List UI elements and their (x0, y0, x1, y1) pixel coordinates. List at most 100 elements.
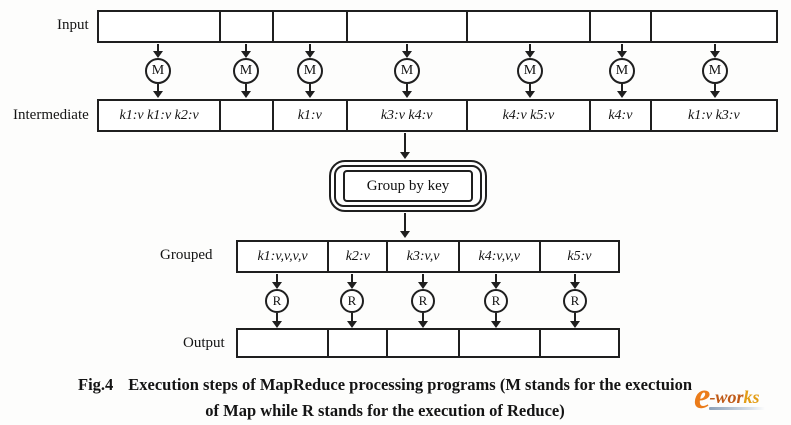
reduce-column: R (562, 274, 588, 328)
arrow-shaft (404, 133, 406, 152)
output-cell (238, 330, 330, 356)
caption-line-2: of Map while R stands for the execution … (205, 401, 565, 420)
arrow-shaft (574, 313, 576, 321)
output-cell (388, 330, 460, 356)
grouped-cell: k3:v,v (388, 242, 460, 271)
arrow-down-icon (418, 282, 428, 289)
arrow-down-icon (272, 282, 282, 289)
arrow-down-icon (525, 51, 535, 58)
arrow-down-icon (400, 231, 410, 238)
arrow-down-icon (347, 282, 357, 289)
map-column: M (394, 44, 420, 98)
map-column: M (609, 44, 635, 98)
logo-text-wor: -wor (709, 387, 744, 407)
map-node: M (233, 58, 259, 84)
map-node: M (702, 58, 728, 84)
input-row-label: Input (57, 17, 89, 33)
input-cell (274, 12, 348, 41)
arrow-down-icon (153, 51, 163, 58)
input-cell (652, 12, 776, 41)
arrow-shaft (621, 84, 623, 91)
connector-arrow (400, 133, 410, 159)
grouped-bar: k1:v,v,v,v k2:v k3:v,v k4:v,v,v k5:v (236, 240, 620, 273)
map-node: M (297, 58, 323, 84)
arrow-shaft (495, 274, 497, 282)
reduce-node: R (563, 289, 587, 313)
arrow-shaft (714, 44, 716, 51)
arrow-down-icon (710, 51, 720, 58)
reduce-column: R (483, 274, 509, 328)
input-cell (348, 12, 468, 41)
arrow-shaft (422, 313, 424, 321)
group-by-key-frame: Group by key (334, 165, 482, 207)
map-column: M (145, 44, 171, 98)
connector-arrow (400, 213, 410, 238)
grouped-cell: k1:v,v,v,v (238, 242, 330, 271)
arrow-down-icon (418, 321, 428, 328)
reduce-node: R (340, 289, 364, 313)
logo-wordmark: -works (709, 387, 766, 410)
eworks-logo: e -works (694, 376, 766, 417)
arrow-down-icon (402, 91, 412, 98)
arrow-shaft (529, 44, 531, 51)
reduce-node: R (265, 289, 289, 313)
output-bar (236, 328, 620, 358)
logo-text: -works (709, 387, 765, 407)
input-cell (221, 12, 274, 41)
arrow-down-icon (153, 91, 163, 98)
arrow-down-icon (347, 321, 357, 328)
intermediate-cell: k4:v (591, 101, 652, 130)
input-cell (99, 12, 222, 41)
arrow-shaft (351, 313, 353, 321)
arrow-down-icon (710, 91, 720, 98)
arrow-shaft (276, 313, 278, 321)
arrow-shaft (714, 84, 716, 91)
input-bar (97, 10, 778, 43)
intermediate-row-label: Intermediate (13, 107, 89, 123)
arrow-shaft (574, 274, 576, 282)
arrow-down-icon (272, 321, 282, 328)
reduce-column: R (410, 274, 436, 328)
output-row-label: Output (183, 335, 225, 351)
intermediate-bar: k1:v k1:v k2:v k1:v k3:v k4:v k4:v k5:v … (97, 99, 778, 132)
logo-e-icon: e (694, 376, 711, 417)
reduce-column: R (339, 274, 365, 328)
arrow-down-icon (617, 91, 627, 98)
arrow-shaft (406, 84, 408, 91)
arrow-down-icon (570, 321, 580, 328)
arrow-shaft (351, 274, 353, 282)
map-node: M (145, 58, 171, 84)
output-cell (460, 330, 541, 356)
arrow-shaft (245, 84, 247, 91)
arrow-shaft (404, 213, 406, 231)
arrow-down-icon (400, 152, 410, 159)
caption-text-1: Execution steps of MapReduce processing … (128, 375, 693, 394)
arrow-shaft (309, 44, 311, 51)
output-cell (329, 330, 389, 356)
reduce-column: R (264, 274, 290, 328)
grouped-row-label: Grouped (160, 247, 213, 263)
intermediate-cell: k4:v k5:v (468, 101, 592, 130)
logo-underline (709, 407, 766, 410)
arrow-shaft (495, 313, 497, 321)
reduce-node: R (484, 289, 508, 313)
map-node: M (394, 58, 420, 84)
arrow-shaft (245, 44, 247, 51)
map-node: M (517, 58, 543, 84)
logo-text-k: k (743, 387, 753, 407)
arrow-down-icon (241, 91, 251, 98)
map-column: M (702, 44, 728, 98)
map-column: M (297, 44, 323, 98)
reduce-node: R (411, 289, 435, 313)
group-by-key-box: Group by key (329, 160, 487, 212)
map-column: M (517, 44, 543, 98)
intermediate-cell: k1:v k3:v (688, 107, 740, 123)
arrow-down-icon (491, 321, 501, 328)
intermediate-cell: k1:v (274, 101, 348, 130)
grouped-cell: k4:v,v,v (460, 242, 541, 271)
arrow-down-icon (305, 51, 315, 58)
arrow-shaft (422, 274, 424, 282)
